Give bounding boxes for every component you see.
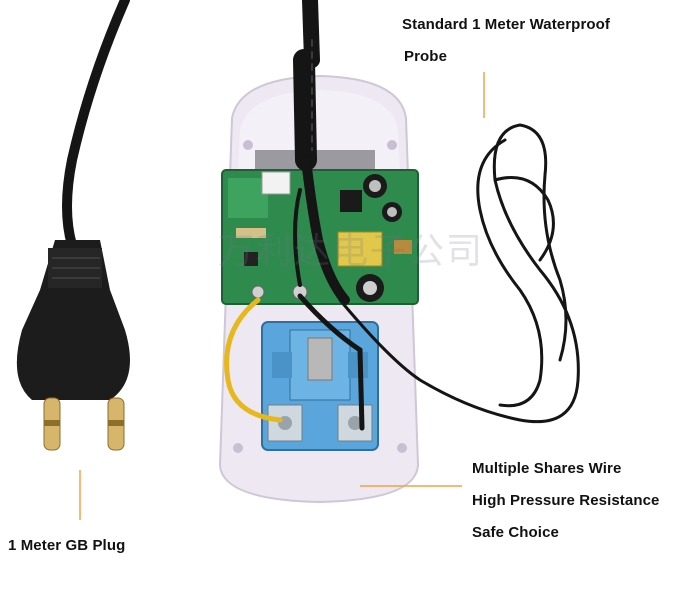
internal-wires <box>224 188 365 431</box>
wire-callout-label-1: Multiple Shares Wire <box>472 460 622 477</box>
wire-callout-label-3: Safe Choice <box>472 524 559 541</box>
probe-callout-label-2: Probe <box>404 48 448 65</box>
probe-cable <box>338 123 580 424</box>
probe-callout-label-1: Standard 1 Meter Waterproof <box>402 16 611 33</box>
callout-lines <box>79 72 485 520</box>
wire-callout-label-2: High Pressure Resistance <box>472 492 660 509</box>
terminal-block <box>261 321 379 451</box>
gb-plug <box>16 240 131 451</box>
plug-cord <box>62 0 130 250</box>
watermark: 万利达电子公司 <box>218 231 485 272</box>
power-cable <box>293 0 350 305</box>
plug-callout-label: 1 Meter GB Plug <box>8 537 126 554</box>
